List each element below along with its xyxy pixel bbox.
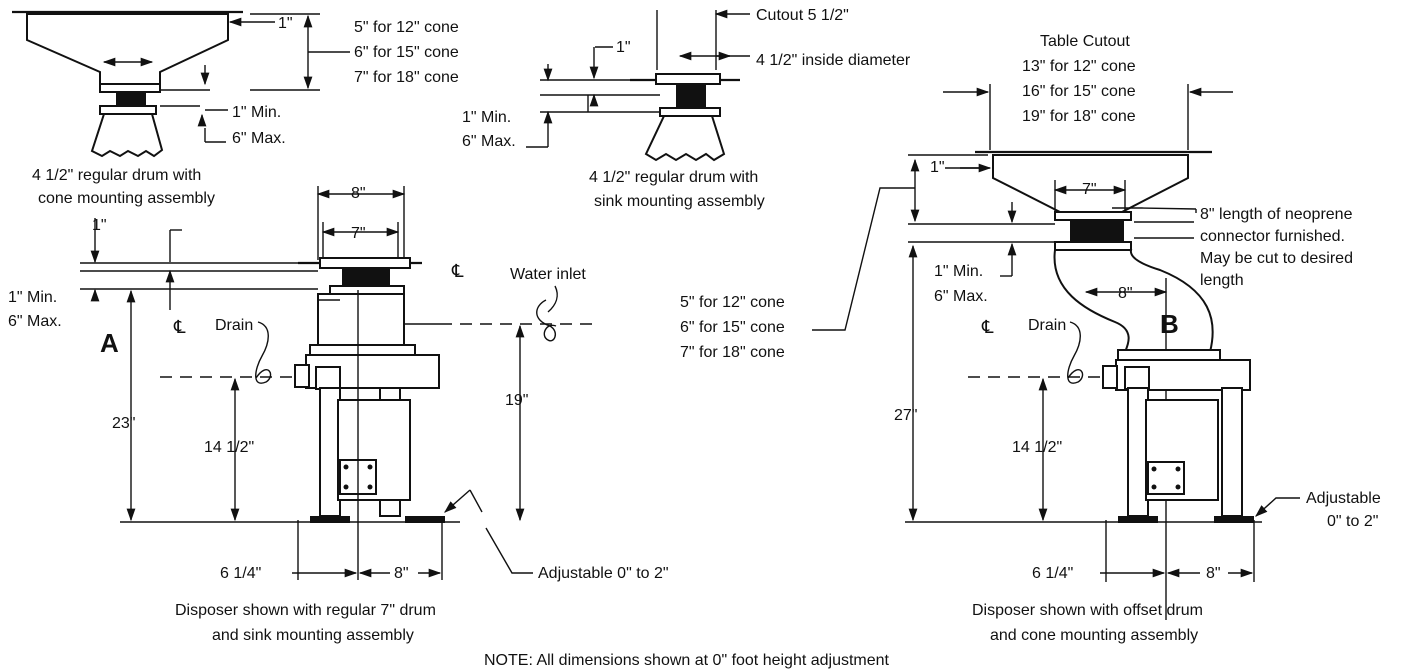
top-left-cone-height-1: 5" for 12" cone: [354, 19, 459, 36]
left-letter-a: A: [100, 328, 119, 358]
right-dim-6-25: 6 1/4": [1032, 565, 1073, 582]
left-max: 6" Max.: [8, 313, 62, 330]
footer-note: NOTE: All dimensions shown at 0" foot he…: [484, 652, 890, 669]
right-caption-line-1: Disposer shown with offset drum: [972, 602, 1203, 619]
top-center-cutout: Cutout 5 1/2": [756, 7, 849, 24]
left-dim-23: 23": [112, 415, 135, 432]
right-dim-7: 7": [1082, 181, 1097, 198]
left-caption-line-1: Disposer shown with regular 7" drum: [175, 602, 436, 619]
top-center-sink-assembly: Cutout 5 1/2" 4 1/2" inside diameter 1" …: [462, 7, 911, 210]
left-disposer-unit: 8" 7" 1" 1" Min. 6" Max.: [8, 185, 669, 644]
left-dim-7: 7": [351, 225, 366, 242]
left-dim-6-25: 6 1/4": [220, 565, 261, 582]
right-connector-note-1: 8" length of neoprene: [1200, 206, 1353, 223]
right-connector-note-3: May be cut to desired: [1200, 250, 1353, 267]
top-center-dim-1: 1": [616, 39, 631, 56]
right-table-cutout-1: 13" for 12" cone: [1022, 58, 1136, 75]
right-max: 6" Max.: [934, 288, 988, 305]
top-left-dim-1: 1": [278, 15, 293, 32]
top-center-caption-line-1: 4 1/2" regular drum with: [589, 169, 758, 186]
right-dim-8-offset: 8": [1118, 285, 1133, 302]
right-drain: Drain: [1028, 317, 1066, 334]
right-table-cutout-3: 19" for 18" cone: [1022, 108, 1136, 125]
left-dim-8-bottom: 8": [394, 565, 409, 582]
top-left-caption-line-1: 4 1/2" regular drum with: [32, 167, 201, 184]
top-left-max: 6" Max.: [232, 130, 286, 147]
left-centerline-1: ℄: [451, 261, 464, 282]
right-min: 1" Min.: [934, 263, 983, 280]
right-connector-note-4: length: [1200, 272, 1244, 289]
right-dim-14-5: 14 1/2": [1012, 439, 1062, 456]
right-cone-height-3: 7" for 18" cone: [680, 344, 785, 361]
right-cone-height-2: 6" for 15" cone: [680, 319, 785, 336]
left-dim-8: 8": [351, 185, 366, 202]
left-adjustable: Adjustable 0" to 2": [538, 565, 669, 582]
top-center-inside-diameter: 4 1/2" inside diameter: [756, 52, 911, 69]
left-min: 1" Min.: [8, 289, 57, 306]
top-center-max: 6" Max.: [462, 133, 516, 150]
left-dim-14-5: 14 1/2": [204, 439, 254, 456]
left-caption-line-2: and sink mounting assembly: [212, 627, 414, 644]
top-left-cone-height-2: 6" for 15" cone: [354, 44, 459, 61]
right-disposer-unit: Table Cutout 13" for 12" cone 16" for 15…: [680, 33, 1381, 644]
left-water-inlet: Water inlet: [510, 266, 586, 283]
top-center-min: 1" Min.: [462, 109, 511, 126]
right-adjustable-1: Adjustable: [1306, 490, 1381, 507]
right-connector-note-2: connector furnished.: [1200, 228, 1345, 245]
right-dim-8-bottom: 8": [1206, 565, 1221, 582]
top-left-cone-assembly: 1" 5" for 12" cone 6" for 15" cone 7" fo…: [12, 10, 459, 207]
left-dim-1: 1": [92, 217, 107, 234]
top-left-min: 1" Min.: [232, 104, 281, 121]
right-adjustable-2: 0" to 2": [1327, 513, 1378, 530]
left-centerline-2: ℄: [173, 317, 186, 338]
right-cone-height-1: 5" for 12" cone: [680, 294, 785, 311]
right-caption-line-2: and cone mounting assembly: [990, 627, 1198, 644]
top-left-caption-line-2: cone mounting assembly: [38, 190, 215, 207]
right-dim-27: 27": [894, 407, 917, 424]
right-dim-1: 1": [930, 159, 945, 176]
left-drain: Drain: [215, 317, 253, 334]
right-table-cutout-title: Table Cutout: [1040, 33, 1130, 50]
right-centerline: ℄: [981, 317, 994, 338]
top-left-cone-height-3: 7" for 18" cone: [354, 69, 459, 86]
top-center-caption-line-2: sink mounting assembly: [594, 193, 765, 210]
right-table-cutout-2: 16" for 15" cone: [1022, 83, 1136, 100]
right-letter-b: B: [1160, 309, 1179, 339]
left-dim-19: 19": [505, 392, 528, 409]
